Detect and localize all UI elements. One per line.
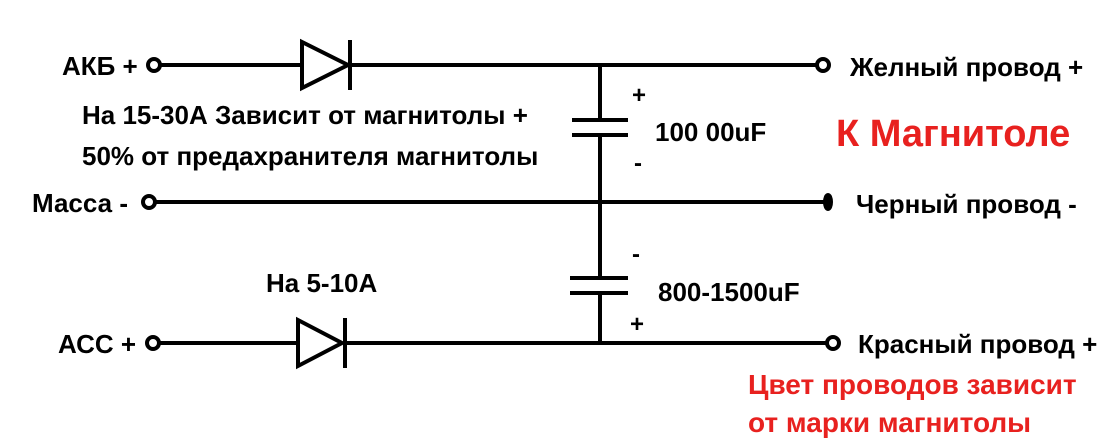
lower-cap-minus: - [632,241,640,268]
upper-fuse-note-line2: 50% от предахранителя магнитолы [82,141,539,171]
upper-cap-value: 100 00uF [655,117,767,147]
acc-label: АСС + [58,329,137,359]
yellow-wire-label: Желный провод + [850,52,1084,82]
lower-cap-plus: + [630,311,645,338]
black-terminal [823,193,833,211]
black-wire-label: Черный провод - [856,189,1077,219]
akb-terminal [146,57,162,73]
massa-label: Масса - [32,188,129,218]
upper-cap-minus: - [634,150,642,177]
upper-fuse-note-line1: На 15-30А Зависит от магнитолы + [82,100,528,130]
wire-color-note-line2: от марки магнитолы [748,407,1032,438]
lower-cap-value: 800-1500uF [658,277,800,307]
upper-capacitor [572,118,628,137]
lower-fuse-note: На 5-10А [266,268,378,298]
bottom-diode [296,316,347,370]
top-diode [300,38,353,92]
wire-color-note-line1: Цвет проводов зависит [748,369,1077,400]
terminals [141,57,841,351]
akb-label: АКБ + [62,51,138,81]
massa-terminal [141,194,157,210]
headline-to-head-unit: К Магнитоле [836,113,1071,155]
upper-cap-plus: + [632,82,647,109]
acc-terminal [145,335,161,351]
yellow-terminal [815,57,831,73]
lower-capacitor [570,276,628,295]
red-terminal [825,335,841,351]
red-wire-label: Красный провод + [858,329,1098,359]
